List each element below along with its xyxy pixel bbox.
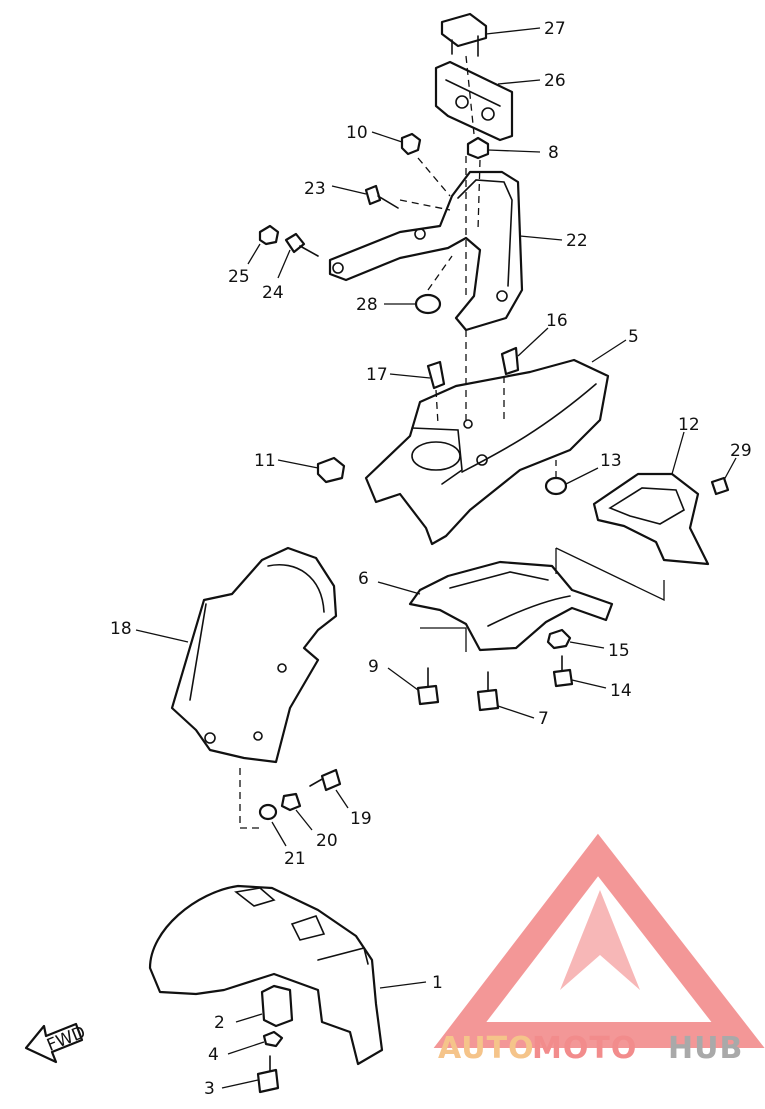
- callout-12: 12: [678, 415, 700, 435]
- callout-18: 18: [110, 619, 132, 639]
- part-15-nut: [546, 628, 572, 650]
- callout-labels: 27 26 10 8 23 22 25 24 28 16 5 17 11 13 …: [110, 19, 752, 1099]
- part-12-bracket: [592, 472, 710, 566]
- callout-19: 19: [350, 809, 372, 829]
- callout-24: 24: [262, 283, 284, 303]
- part-9-bolt: [416, 667, 440, 706]
- part-23-bolt: [364, 184, 399, 209]
- watermark-text: AUTO MOTO HUB: [438, 1031, 743, 1066]
- part-10-nut: [400, 132, 422, 156]
- watermark-moto: MOTO: [532, 1031, 637, 1066]
- part-1-front-fender: [148, 884, 384, 1066]
- callout-6: 6: [358, 569, 369, 589]
- part-6-inner-fender: [408, 560, 614, 652]
- part-26-bracket: [434, 60, 514, 142]
- part-5-rear-fender: [364, 358, 610, 546]
- callout-7: 7: [538, 709, 549, 729]
- fwd-arrow: FWD: [24, 1022, 88, 1064]
- callout-22: 22: [566, 231, 588, 251]
- callout-27: 27: [544, 19, 566, 39]
- callout-20: 20: [316, 831, 338, 851]
- part-13-grommet: [544, 476, 568, 496]
- part-29-clip: [710, 476, 730, 496]
- part-7-bolt: [476, 671, 500, 712]
- part-17-clip: [426, 360, 446, 390]
- part-19-screw: [309, 768, 342, 792]
- part-27-clip: [440, 12, 488, 57]
- callout-26: 26: [544, 71, 566, 91]
- callout-11: 11: [254, 451, 276, 471]
- part-3-bolt: [256, 1055, 280, 1094]
- callout-13: 13: [600, 451, 622, 471]
- part-8-nut: [466, 136, 490, 160]
- callout-29: 29: [730, 441, 752, 461]
- part-18-front-fender-inner: [170, 546, 338, 764]
- part-14-bolt: [552, 655, 574, 688]
- callout-28: 28: [356, 295, 378, 315]
- callout-5: 5: [628, 327, 639, 347]
- part-25-nut: [258, 224, 280, 246]
- part-28-grommet: [414, 293, 442, 315]
- watermark-logo: [433, 833, 765, 1048]
- callout-8: 8: [548, 143, 559, 163]
- callout-23: 23: [304, 179, 326, 199]
- part-21-washer: [258, 803, 278, 821]
- watermark-auto: AUTO: [438, 1031, 535, 1066]
- part-11-damper: [316, 456, 346, 484]
- callout-9: 9: [368, 657, 379, 677]
- assembly-guide-lines: [239, 55, 665, 829]
- callout-17: 17: [366, 365, 388, 385]
- callout-2: 2: [214, 1013, 225, 1033]
- callout-21: 21: [284, 849, 306, 869]
- part-24-screw: [284, 232, 319, 257]
- part-4-washer: [262, 1030, 284, 1048]
- watermark-hub: HUB: [668, 1031, 743, 1066]
- callout-1: 1: [432, 973, 443, 993]
- part-2-collar: [260, 984, 294, 1028]
- callout-14: 14: [610, 681, 632, 701]
- callout-16: 16: [546, 311, 568, 331]
- callout-15: 15: [608, 641, 630, 661]
- fwd-label: FWD: [44, 1022, 88, 1055]
- part-20-nut: [280, 792, 302, 812]
- callout-25: 25: [228, 267, 250, 287]
- callout-4: 4: [208, 1045, 219, 1065]
- callout-10: 10: [346, 123, 368, 143]
- part-16-clip: [500, 346, 520, 376]
- callout-3: 3: [204, 1079, 215, 1099]
- leader-lines: [135, 27, 737, 1089]
